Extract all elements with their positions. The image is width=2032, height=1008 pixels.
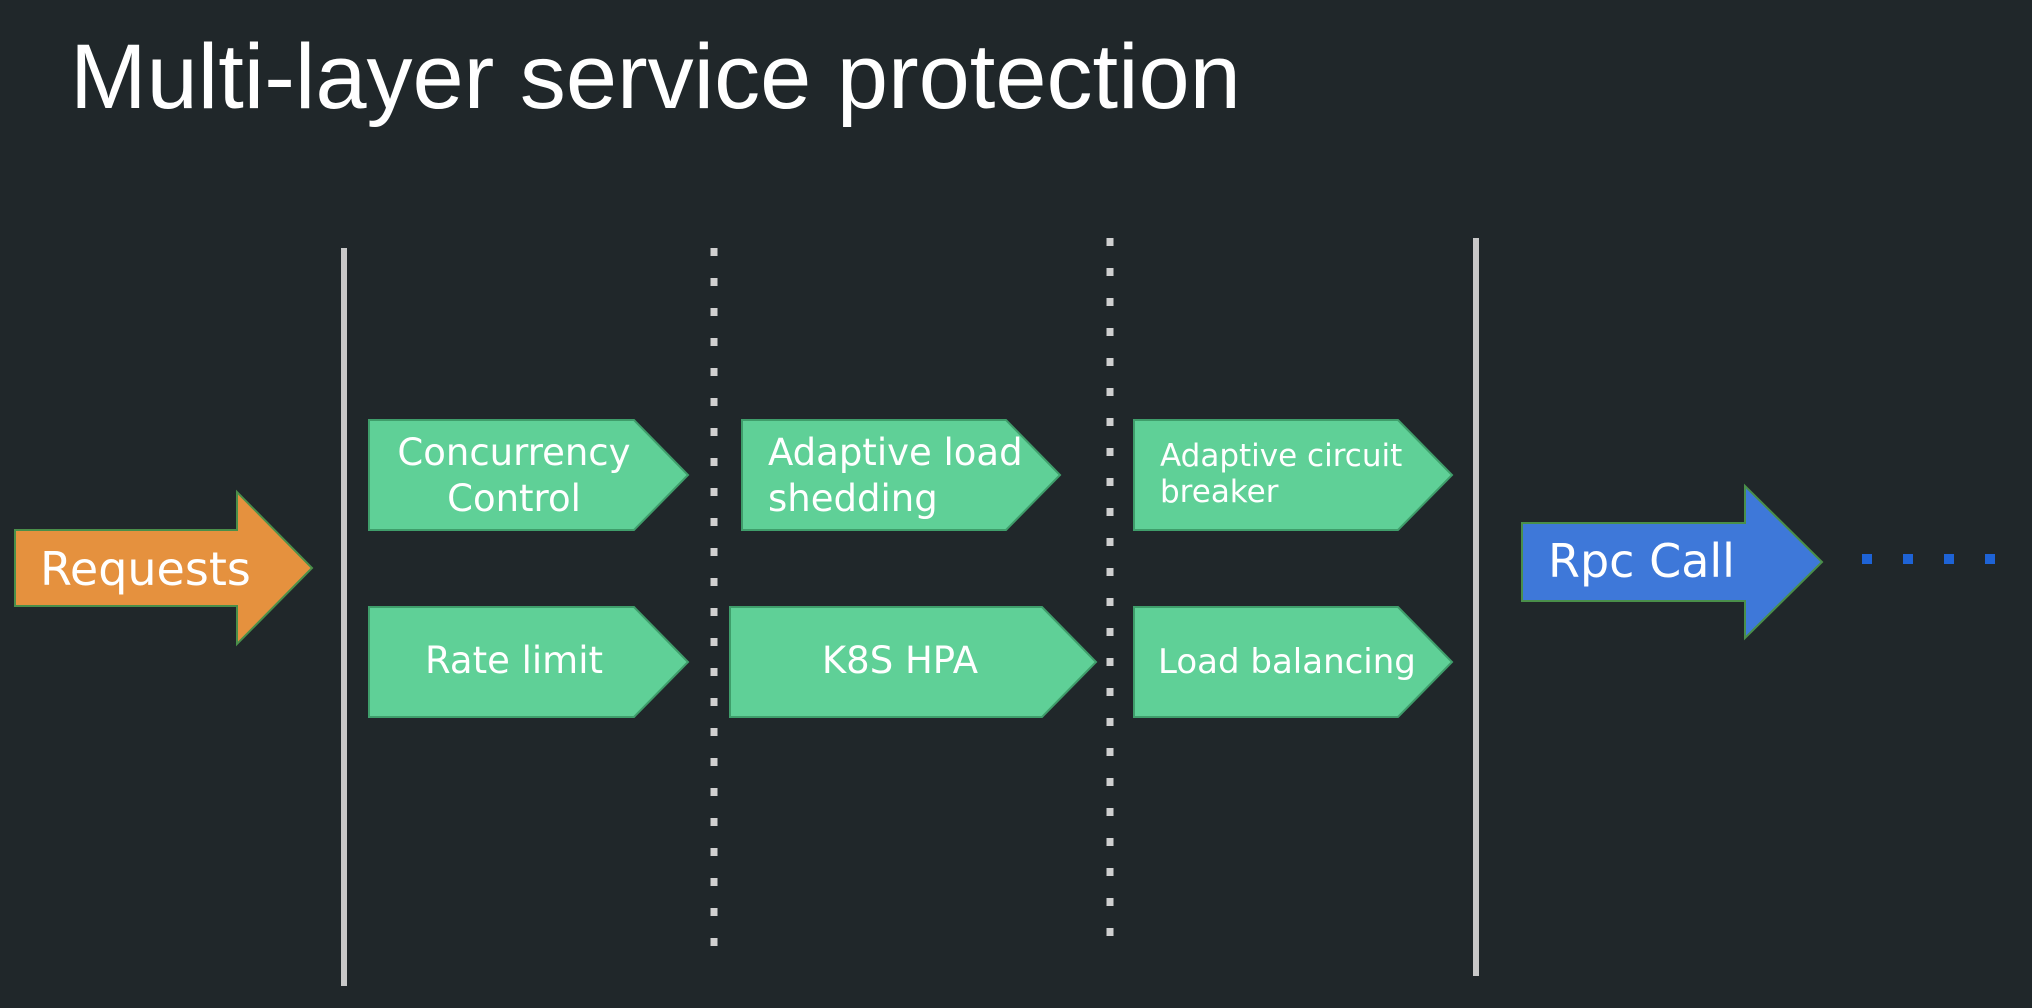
concurrency-control-label-line2: Control <box>447 477 581 521</box>
continuation-dot <box>1985 554 1995 564</box>
load-balancing-block <box>1133 606 1454 718</box>
requests-label: Requests <box>40 542 251 596</box>
adaptive-load-shedding-label: Adaptive load shedding <box>768 430 1023 523</box>
adaptive-circuit-breaker-label-line2: breaker <box>1160 473 1279 510</box>
adaptive-circuit-breaker-block <box>1133 419 1454 531</box>
adaptive-circuit-breaker-label-line1: Adaptive circuit <box>1160 438 1403 474</box>
rate-limit-label: Rate limit <box>425 639 603 682</box>
adaptive-load-shedding-label-line2: shedding <box>768 477 938 521</box>
concurrency-control-block <box>368 419 690 531</box>
rate-limit-block <box>368 606 690 718</box>
concurrency-control-label-line1: Concurrency <box>397 431 631 474</box>
k8s-hpa-block <box>729 606 1098 718</box>
load-balancing-label: Load balancing <box>1158 642 1416 682</box>
rpc-call-label: Rpc Call <box>1548 534 1735 588</box>
k8s-hpa-label: K8S HPA <box>821 639 979 682</box>
slide-title: Multi-layer service protection <box>70 26 1241 128</box>
rpc-call-arrow <box>1521 483 1824 641</box>
concurrency-control-label: Concurrency Control <box>369 430 659 523</box>
adaptive-circuit-breaker-label: Adaptive circuit breaker <box>1160 438 1403 510</box>
continuation-dot <box>1944 554 1954 564</box>
adaptive-load-shedding-label-line1: Adaptive load <box>768 431 1023 474</box>
requests-arrow <box>14 489 314 647</box>
continuation-dot <box>1862 554 1872 564</box>
adaptive-load-shedding-block <box>741 419 1062 531</box>
continuation-dot <box>1903 554 1913 564</box>
continuation-dots <box>1862 554 1995 564</box>
